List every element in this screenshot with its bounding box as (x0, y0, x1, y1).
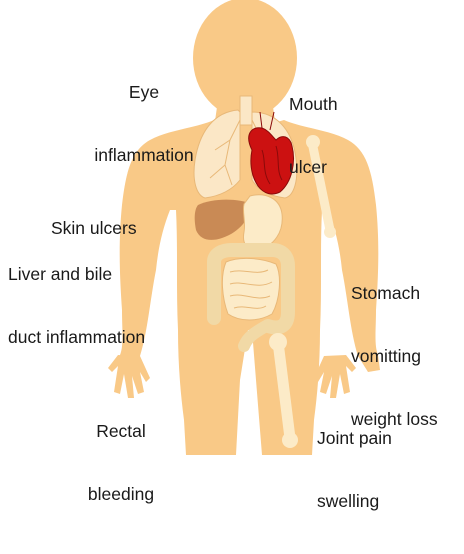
label-line: Joint pain (317, 428, 392, 449)
label-line: inflammation (79, 145, 209, 166)
label-joint-pain: Joint pain swelling (317, 386, 392, 554)
label-liver-and-bile-duct: Liver and bile duct inflammation (8, 222, 145, 390)
arm-bone-bottom-knob (324, 226, 336, 238)
label-line: Mouth (289, 94, 338, 115)
label-line: duct inflammation (8, 327, 145, 348)
label-line: Eye (79, 82, 209, 103)
label-line: Stomach (351, 283, 438, 304)
small-intestine (222, 258, 279, 320)
label-line: Rectal (73, 421, 169, 442)
label-mouth-ulcer: Mouth ulcer (289, 52, 338, 220)
label-line: ulcer (289, 157, 338, 178)
label-line: vomitting (351, 346, 438, 367)
label-rectal-bleeding: Rectal bleeding (73, 379, 169, 547)
label-line: Liver and bile (8, 264, 145, 285)
leg-bone-top-knob (269, 333, 287, 351)
label-line: bleeding (73, 484, 169, 505)
label-line: swelling (317, 491, 392, 512)
trachea (240, 96, 252, 125)
anatomy-diagram: Eye inflammation Mouth ulcer Skin ulcers… (0, 0, 464, 455)
leg-bone-bottom-knob (282, 432, 298, 448)
